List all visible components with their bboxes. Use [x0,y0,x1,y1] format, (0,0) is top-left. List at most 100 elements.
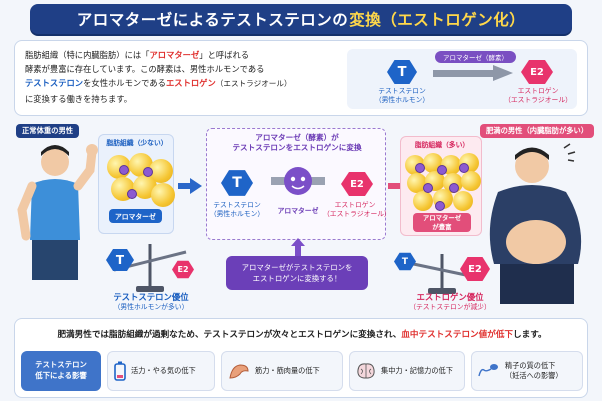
right-enzyme-label: アロマターゼ が豊富 [413,213,471,232]
center-t-hex-icon: T [221,170,253,196]
center-e-label-2: （エストラジオール） [323,210,391,218]
fat-cell [407,173,427,193]
estrogen-dominance-sub: （テストステロンが減少） [409,303,491,311]
estrogen-hex-icon: E2 [521,60,553,84]
title-main: アロマターゼによるテストステロンの [76,11,349,29]
left-enzyme-label: アロマターゼ [109,209,162,223]
muscular-man-illustration [17,144,98,280]
t-symbol: T [232,175,242,191]
normal-weight-tag: 正常体重の男性 [16,124,80,138]
e2-symbol: E2 [530,66,544,78]
sperm-icon [478,364,498,377]
effect-cognition-label: 集中力・記憶力の低下 [381,366,453,375]
t-symbol: T [115,253,125,267]
conversion-center-panel: アロマターゼ（酵素）が テストステロンをエストロゲンに変換 T テストステロン … [206,128,391,240]
summary-part: します。 [513,330,547,340]
testosterone-hex-icon: T [387,60,417,84]
aromatase-highlight: アロマターゼ [149,50,200,60]
left-fat-label: 脂肪組織（少ない） [106,139,168,147]
center-t-label-1: テストステロン [213,201,261,209]
diagram-e-label-2: （エストラジオール） [504,96,572,104]
summary-part: 肥満男性では脂肪組織が過剰なため、テストステロンが次々とエストロゲンに変換され、 [57,330,402,340]
battery-icon [114,361,126,381]
obese-man-illustration [489,143,582,304]
bubble-line-1: アロマターゼがテストステロンを [241,263,353,272]
impact-title-1: テストステロン [35,360,87,369]
fat-cell [461,171,481,191]
right-fat-label: 脂肪組織（多い） [414,141,470,149]
testosterone-dominance-sub: （男性ホルモンが多い） [113,303,189,311]
center-e2-hex-icon: E2 [341,172,373,196]
enzyme-icon [449,183,459,193]
center-title-2: テストステロンをエストロゲンに変換 [232,143,362,152]
diagram-arrow-icon [433,65,513,81]
conversion-speech-bubble: アロマターゼがテストステロンを エストロゲンに変換する！ [226,256,368,290]
right-e2-hex-icon: E2 [460,257,490,281]
right-fat-tissue-card: 脂肪組織（多い） アロマターゼ が豊富 [400,136,482,236]
t-symbol: T [401,256,409,267]
diagram-t-label-2: （男性ホルモン） [374,96,430,104]
obese-man-tag: 肥満の男性（内臓脂肪が多い） [480,124,595,138]
effect-muscle: 筋力・筋肉量の低下 [221,351,343,391]
center-t-label-2: （男性ホルモン） [209,210,265,218]
diagram-e-label: エストロゲン （エストラジオール） [503,87,573,105]
testosterone-dominance-label: テストステロン優位 （男性ホルモンが多い） [92,292,210,312]
page-title: アロマターゼによるテストステロンの変換（エストロゲン化） [30,4,572,34]
e2-symbol: E2 [468,263,482,275]
effect-sperm-label-2: （妊活への影響） [505,371,563,380]
diagram-t-label: テストステロン （男性ホルモン） [369,87,435,105]
title-highlight: 変換（エストロゲン化） [349,11,526,29]
right-enzyme-label-1: アロマターゼ [422,214,462,222]
muscle-icon [229,364,249,379]
fat-cell [453,191,473,211]
impact-footer: 肥満男性では脂肪組織が過剰なため、テストステロンが次々とエストロゲンに変換され、… [14,318,588,398]
center-e-label-1: エストロゲン [334,201,376,209]
intro-line-3: テストステロンを女性ホルモンであるエストロゲン（エストラジオール） [25,76,345,91]
center-title-1: アロマターゼ（酵素）が [255,133,339,142]
center-enzyme-label: アロマターゼ [277,207,319,215]
left-e2-hex-icon: E2 [172,260,194,279]
left-t-hex-icon: T [106,248,134,272]
effect-sperm-label: 精子の質の低下 （妊活への影響） [505,361,563,381]
diagram-e-label-1: エストロゲン [517,87,559,95]
right-t-hex-icon: T [394,252,416,271]
enzyme-icon [459,163,469,173]
estrogen-highlight: エストロゲン [165,78,216,89]
intro-text-part: 脂肪組織（特に内臓脂肪）には「 [25,50,150,60]
bubble-line-2: エストロゲンに変換する！ [252,274,342,283]
estrogen-dominance-label: エストロゲン優位 （テストステロンが減少） [390,292,510,312]
summary-highlight: 血中テストステロン値が低下 [401,330,514,340]
conversion-diagram: T テストステロン （男性ホルモン） アロマターゼ（酵素） E2 エストロゲン … [347,49,577,109]
left-fat-tissue-card: 脂肪組織（少ない） アロマターゼ [98,134,175,234]
t-symbol: T [397,64,407,80]
enzyme-icon [415,163,425,173]
testosterone-highlight: テストステロン [25,78,84,89]
effect-energy-label: 活力・やる気の低下 [131,366,196,375]
effect-sperm: 精子の質の低下 （妊活への影響） [471,351,583,391]
fat-cell [151,183,175,207]
effect-sperm-label-1: 精子の質の低下 [505,361,556,370]
enzyme-character-icon [271,167,325,195]
up-arrow-icon [291,238,305,256]
intro-text-part: 」と呼ばれる [199,50,250,60]
e2-symbol: E2 [177,265,189,274]
e2-symbol: E2 [350,178,364,190]
center-t-label: テストステロン （男性ホルモン） [207,201,267,219]
intro-line-1: 脂肪組織（特に内臓脂肪）には「アロマターゼ」と呼ばれる [25,48,345,62]
right-arrow-icon [178,178,202,194]
center-title: アロマターゼ（酵素）が テストステロンをエストロゲンに変換 [207,133,387,153]
testosterone-dominance-title: テストステロン優位 [113,292,189,302]
effect-cognition: 集中力・記憶力の低下 [349,351,465,391]
intro-line-4: に変換する働きを持ちます。 [25,93,133,104]
intro-line-2: 酵素が豊富に存在しています。この酵素は、男性ホルモンである [25,64,265,75]
enzyme-icon [423,183,433,193]
center-e-label: エストロゲン （エストラジオール） [323,201,391,219]
diagram-enzyme-pill: アロマターゼ（酵素） [435,51,516,63]
enzyme-icon [119,165,129,175]
effect-muscle-label: 筋力・筋肉量の低下 [255,366,320,375]
right-enzyme-label-2: が豊富 [432,222,452,231]
intro-panel: 脂肪組織（特に内臓脂肪）には「アロマターゼ」と呼ばれる 酵素が豊富に存在していま… [14,40,588,116]
enzyme-icon [435,201,445,211]
enzyme-icon [127,189,137,199]
intro-text-part: （エストラジオール） [215,79,292,89]
